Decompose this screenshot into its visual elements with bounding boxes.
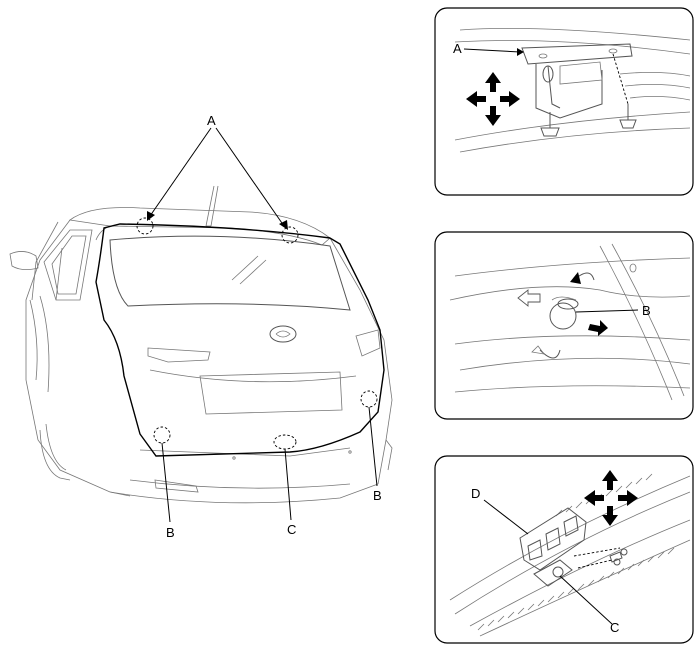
callout-label-c: C	[287, 522, 296, 537]
clip-location-b-left	[153, 426, 171, 444]
clip-location-a-right	[281, 226, 299, 244]
clip-location-a-left	[136, 217, 154, 235]
callout-label-b-left: B	[166, 525, 175, 540]
detail-panel-hinge	[434, 7, 694, 196]
clip-location-b-right	[360, 390, 378, 408]
detail-panel-latch	[434, 455, 694, 644]
panel-hinge-label-a: A	[453, 41, 462, 56]
tailgate-outline	[95, 223, 385, 457]
detail-panel-strut	[434, 231, 694, 420]
car-rear-view	[9, 127, 393, 523]
panel-latch-label-d: D	[471, 486, 480, 501]
callout-label-b-right: B	[373, 488, 382, 503]
callout-label-a: A	[207, 113, 216, 128]
clip-location-c	[273, 434, 297, 450]
panel-strut-label-b: B	[642, 303, 651, 318]
panel-latch-label-c: C	[610, 620, 619, 635]
